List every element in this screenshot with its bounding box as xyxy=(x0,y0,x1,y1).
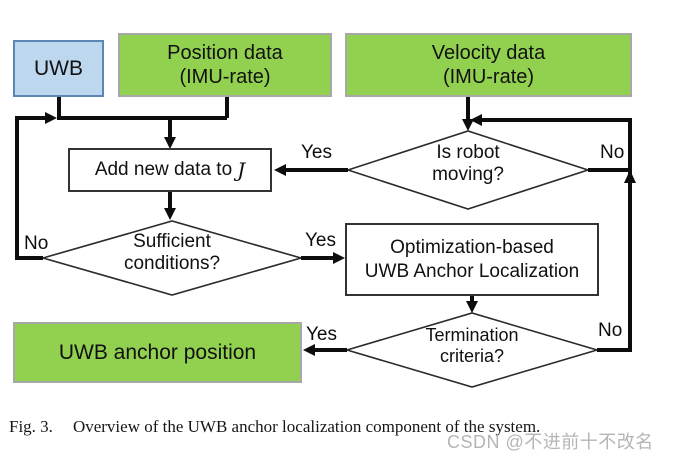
node-uwb-label: UWB xyxy=(34,56,83,80)
node-optimization-line2: UWB Anchor Localization xyxy=(364,260,580,282)
node-anchor-position-label: UWB anchor position xyxy=(58,340,257,364)
decision-termination-line1: Termination xyxy=(425,325,519,345)
decision-is-moving-line1: Is robot xyxy=(436,142,500,163)
edge-label-termination-yes: Yes xyxy=(306,324,337,345)
arrowhead xyxy=(462,119,474,131)
node-velocity-data: Velocity data (IMU-rate) xyxy=(345,33,632,97)
node-velocity-data-line2: (IMU-rate) xyxy=(442,66,535,88)
node-anchor-position: UWB anchor position xyxy=(13,322,302,383)
arrowhead xyxy=(164,208,176,220)
decision-is-moving-text: Is robot moving? xyxy=(393,142,543,187)
arrowhead xyxy=(470,114,482,126)
node-velocity-data-line1: Velocity data xyxy=(431,41,546,64)
decision-is-moving-line2: moving? xyxy=(432,164,504,186)
edge-label-sufficient-yes: Yes xyxy=(305,230,336,251)
arrowhead xyxy=(624,170,636,183)
script-j-symbol: J xyxy=(237,157,246,182)
figure-caption-number: Fig. 3. xyxy=(9,417,53,436)
arrowhead xyxy=(466,301,478,313)
arrowhead xyxy=(333,252,345,264)
arrowhead xyxy=(45,112,57,124)
arrowhead xyxy=(164,137,176,149)
decision-sufficient-line1: Sufficient xyxy=(133,231,211,252)
flow-arrows xyxy=(15,95,636,356)
edge-label-moving-yes: Yes xyxy=(301,142,332,163)
node-position-data: Position data (IMU-rate) xyxy=(118,33,332,97)
arrowhead xyxy=(303,344,315,356)
decision-sufficient-line2: conditions? xyxy=(123,253,221,275)
node-add-data-label: Add new data to xyxy=(94,159,233,181)
csdn-watermark: CSDN @不进前十不改名 xyxy=(447,432,654,452)
edge-label-termination-no: No xyxy=(598,320,623,341)
decision-termination-line2: criteria? xyxy=(439,346,505,367)
figure-caption: Fig. 3. Overview of the UWB anchor locali… xyxy=(9,417,671,437)
node-add-data: Add new data to J xyxy=(68,148,272,192)
decision-sufficient-text: Sufficient conditions? xyxy=(97,231,247,276)
arrowhead xyxy=(274,164,286,176)
figure-caption-text: Overview of the UWB anchor localization … xyxy=(72,417,541,436)
node-optimization: Optimization-based UWB Anchor Localizati… xyxy=(345,223,599,296)
node-position-data-line1: Position data xyxy=(167,41,283,64)
edge-label-moving-no: No xyxy=(600,142,625,163)
node-optimization-line1: Optimization-based xyxy=(390,237,554,259)
edge-label-sufficient-no: No xyxy=(24,233,49,254)
decision-termination-text: Termination criteria? xyxy=(397,325,547,367)
node-uwb: UWB xyxy=(13,40,104,97)
edge-sufficient-no-loop xyxy=(15,116,46,260)
node-position-data-line2: (IMU-rate) xyxy=(179,66,271,88)
